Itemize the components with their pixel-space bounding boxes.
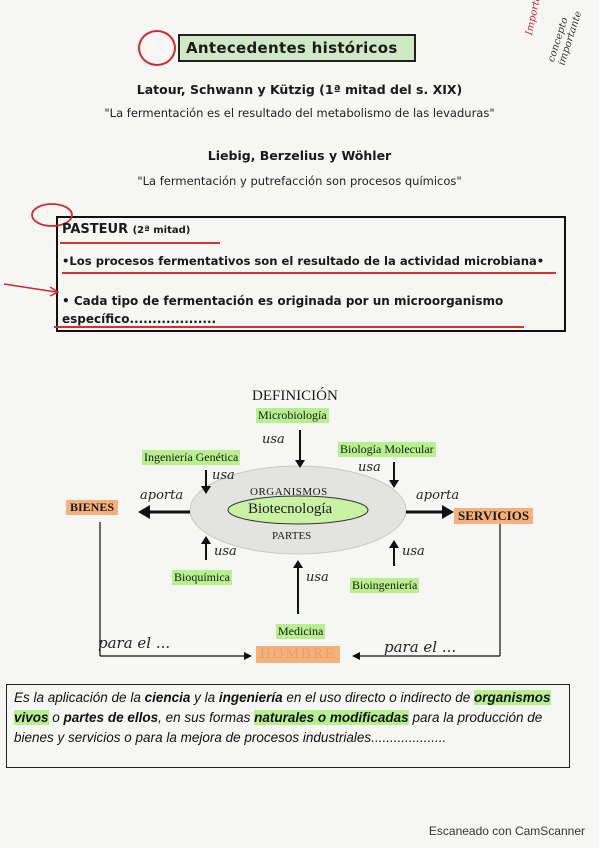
def-partes: partes de ellos [63, 710, 159, 725]
def-part-7: .................... [371, 730, 447, 745]
usa-note-4: usa [214, 544, 237, 559]
pasteur-heading-label: PASTEUR [62, 222, 129, 237]
node-bioingenieria: Bioingeniería [350, 578, 420, 593]
pasteur-box [56, 216, 566, 332]
node-ingenieria-genetica: Ingeniería Genética [142, 450, 241, 465]
node-bioquimica: Bioquímica [172, 570, 232, 585]
diagram-lines [99, 430, 501, 660]
diagram-title: DEFINICIÓN [252, 388, 338, 404]
center-organismos: ORGANISMOS [250, 486, 328, 498]
usa-note-2: usa [212, 468, 235, 483]
definition-text: Es la aplicación de la ciencia y la inge… [14, 688, 566, 748]
def-part-4: o [48, 710, 64, 725]
scanner-footer: Escaneado con CamScanner [428, 824, 585, 838]
node-hombre: HOMBRE [256, 646, 341, 663]
node-medicina: Medicina [276, 624, 326, 639]
usa-note-3: usa [358, 460, 381, 475]
red-arrow-icon [3, 283, 60, 297]
margin-note-concept: concepto importante [546, 9, 585, 67]
aporta-note-right: aporta [416, 488, 460, 503]
pasteur-line-3: específico................... [62, 312, 217, 326]
history-authors-2: Liebig, Berzelius y Wöhler [207, 148, 392, 163]
usa-note-5: usa [402, 544, 425, 559]
usa-note-6: usa [306, 570, 329, 585]
pasteur-heading: PASTEUR (2ª mitad) [62, 222, 190, 237]
def-part-3: en el uso directo o indirecto de [282, 690, 475, 705]
history-quote-1: "La fermentación es el resultado del met… [104, 106, 495, 120]
node-bienes: BIENES [66, 500, 119, 515]
aporta-note-left: aporta [140, 488, 184, 503]
pasteur-line-2: • Cada tipo de fermentación es originada… [62, 294, 504, 308]
page-title: Antecedentes históricos [178, 34, 416, 62]
history-quote-2: "La fermentación y putrefacción son proc… [137, 174, 462, 188]
usa-note-1: usa [262, 432, 285, 447]
pasteur-line-1: •Los procesos fermentativos son el resul… [62, 254, 545, 268]
def-ciencia: ciencia [144, 690, 191, 705]
pasteur-line-2-underline [54, 326, 524, 328]
node-microbiologia: Microbiología [256, 408, 329, 423]
pasteur-circle-mark [31, 203, 73, 227]
center-biotecnologia: Biotecnología [248, 501, 333, 517]
def-naturales: naturales o modificadas [254, 710, 409, 725]
node-servicios: SERVICIOS [454, 508, 534, 524]
definition-box [6, 684, 570, 768]
pasteur-line-1-underline [62, 272, 556, 274]
def-ingenieria: ingeniería [218, 690, 283, 705]
margin-note-importance: Importancia [524, 0, 548, 37]
pasteur-heading-note: (2ª mitad) [132, 225, 191, 236]
pasteur-underline [60, 242, 220, 244]
para-el-left: para el ... [98, 634, 171, 652]
node-biologia-molecular: Biología Molecular [338, 442, 436, 457]
def-part-6: para la producción de bienes y servicios… [14, 710, 543, 745]
center-partes: PARTES [272, 530, 312, 542]
def-part-2: y la [190, 690, 219, 705]
para-el-right: para el ... [384, 638, 457, 656]
history-authors-1: Latour, Schwann y Kützig (1ª mitad del s… [136, 82, 463, 97]
title-circle-mark [138, 30, 176, 66]
def-part-5: , en sus formas [158, 710, 255, 725]
def-part-1: Es la aplicación de la [14, 690, 145, 705]
